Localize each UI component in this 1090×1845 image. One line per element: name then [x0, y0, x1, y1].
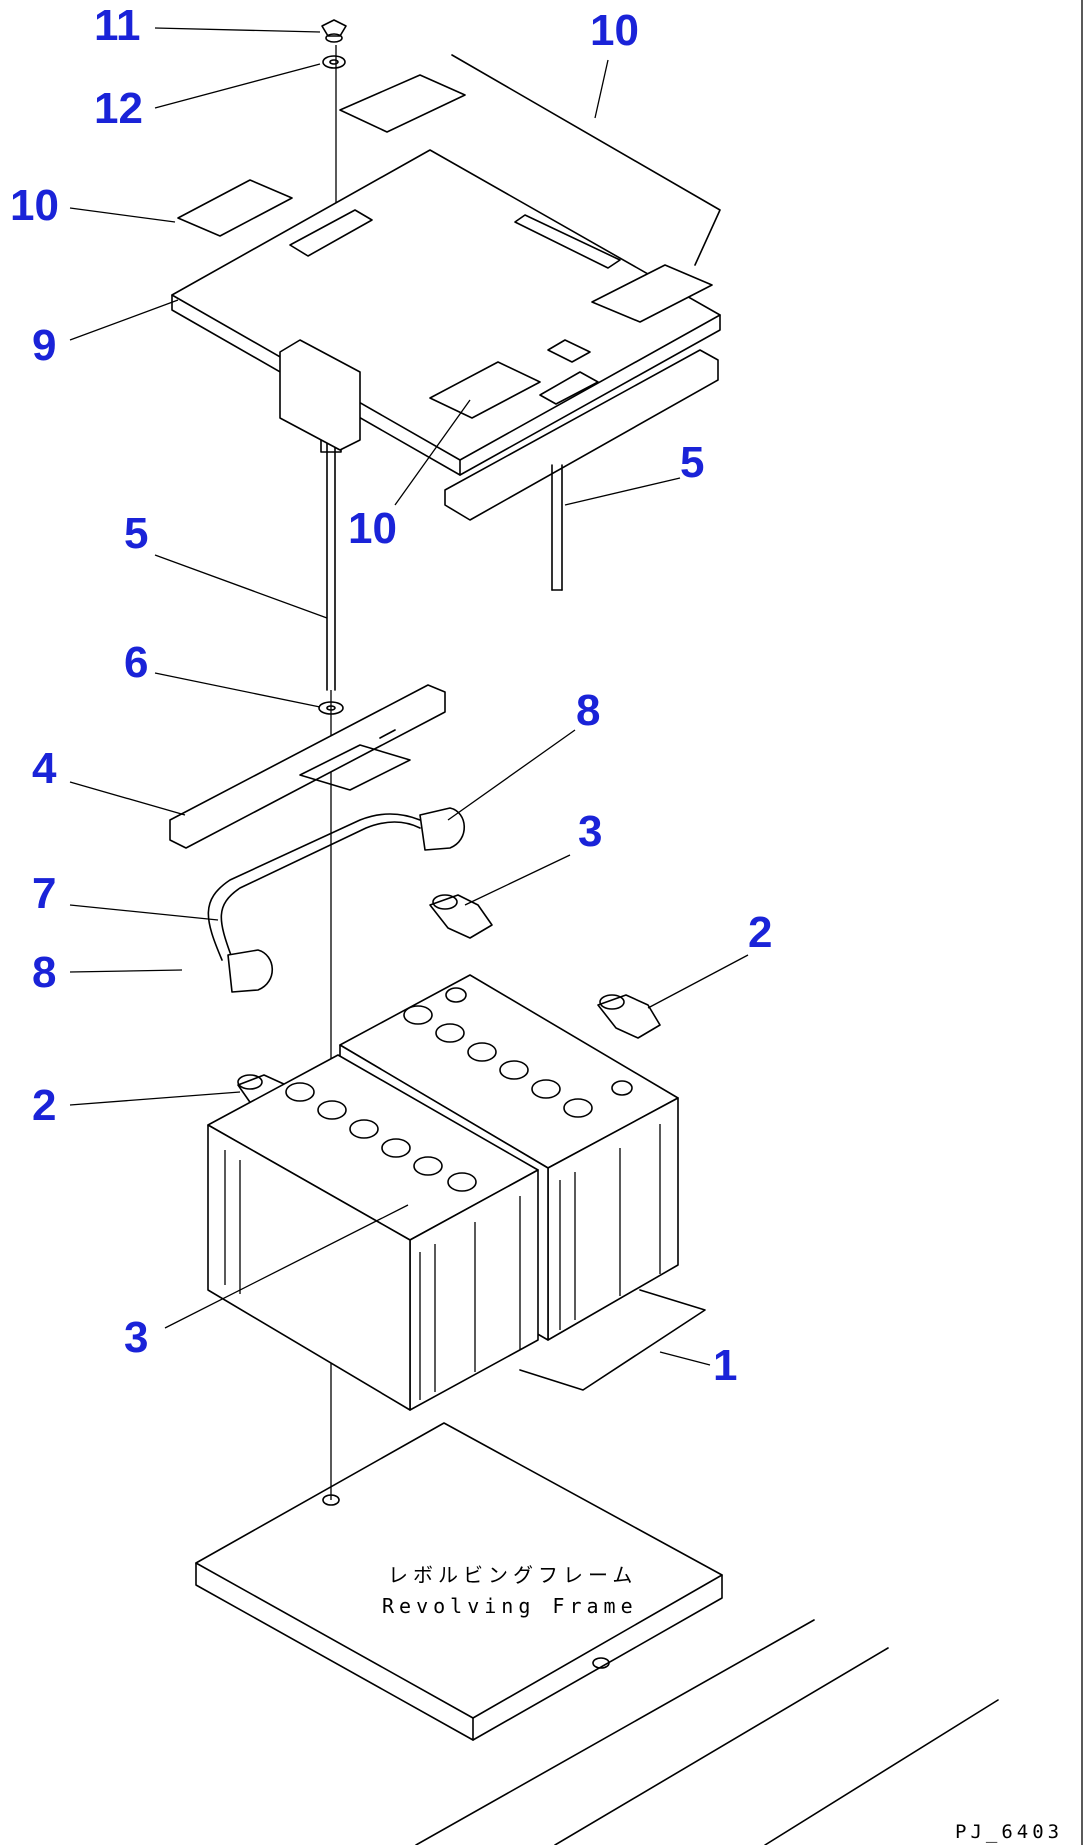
callout-10-top: 10: [590, 6, 639, 55]
frame-label-en: Revolving Frame: [382, 1594, 638, 1618]
callout-5-left: 5: [124, 509, 148, 558]
wing-nut: [321, 19, 347, 43]
callout-2-left: 2: [32, 1081, 56, 1130]
callout-4: 4: [32, 744, 57, 793]
callout-9: 9: [32, 321, 56, 370]
battery-cover: [171, 149, 721, 521]
terminal-clamp-right-2: [597, 994, 661, 1039]
leader-lines: [69, 27, 749, 1366]
callout-2-right: 2: [748, 908, 772, 957]
callout-11: 11: [94, 1, 141, 50]
callout-7: 7: [32, 869, 56, 918]
terminal-clamp-top-3: [429, 894, 493, 939]
frame-label-jp: レボルビングフレーム: [388, 1563, 637, 1587]
callout-6: 6: [124, 638, 148, 687]
hold-down-bar: [169, 684, 446, 849]
callout-1: 1: [713, 1341, 737, 1390]
washer-lower: [318, 701, 344, 715]
callout-5-right: 5: [680, 438, 704, 487]
washer-top: [322, 55, 346, 69]
callout-10-left: 10: [10, 181, 59, 230]
drawing-code: PJ_6403: [955, 1821, 1063, 1843]
callout-3-bottom: 3: [124, 1313, 148, 1362]
callout-3-top: 3: [578, 807, 602, 856]
battery-tray: [519, 1289, 706, 1391]
battery-front: [207, 1054, 539, 1411]
revolving-frame: レボルビングフレーム Revolving Frame: [195, 1422, 999, 1845]
callout-12: 12: [94, 84, 143, 133]
battery-caps: [285, 987, 633, 1192]
battery-cable: [207, 807, 465, 993]
callout-10-bottom: 10: [348, 504, 397, 553]
warning-labels: [177, 54, 721, 419]
callout-8-left: 8: [32, 948, 56, 997]
callout-8-top: 8: [576, 686, 600, 735]
rod-right: [551, 464, 563, 591]
callout-numbers: 11 12 10 10 9 10 5 5 6 4 8 3 7 8 2 2 3 1: [10, 1, 772, 1390]
